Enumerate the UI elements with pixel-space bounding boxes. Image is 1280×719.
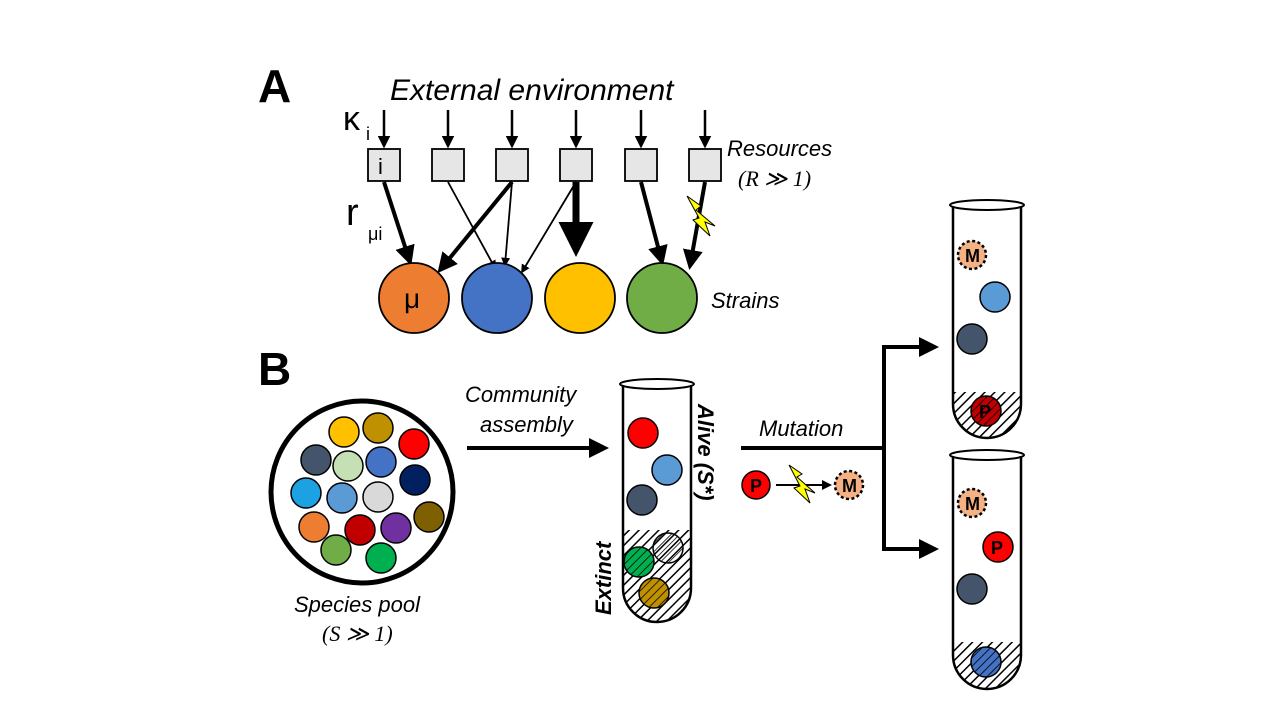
assembly-label-line2: assembly — [480, 412, 575, 437]
species-dot — [399, 464, 431, 496]
resource-box — [495, 148, 529, 182]
strain-mu-label: μ — [404, 283, 420, 314]
species-dot — [979, 281, 1011, 313]
species-pool-label: Species pool — [294, 592, 421, 617]
species-dot — [290, 477, 322, 509]
species-dot — [398, 428, 430, 460]
species-dot — [298, 511, 330, 543]
kappa-subscript: i — [366, 124, 370, 144]
strain-blue-circle — [461, 262, 533, 334]
strains-label: Strains — [711, 288, 779, 313]
consumption-arrows — [382, 180, 707, 274]
consumption-arrow — [501, 181, 513, 267]
assembled-community-tube — [619, 378, 695, 624]
mutation-lightning-icon — [686, 195, 716, 237]
tube-rim — [949, 449, 1025, 461]
mutant-label: M — [965, 246, 980, 266]
strain-mu-circle — [378, 262, 450, 334]
species-dot — [365, 542, 397, 574]
extinct-species-hatch — [971, 647, 1001, 677]
mutant-circle — [956, 487, 988, 519]
parent-label: P — [979, 402, 991, 422]
species-dot — [362, 412, 394, 444]
alive-species-dot — [651, 454, 683, 486]
tube-top-right: M P — [949, 199, 1025, 440]
parent-label: P — [991, 538, 1003, 558]
extinct-label: Extinct — [591, 540, 616, 615]
r-subscript: μi — [368, 224, 382, 244]
tube-bottom-right: M P — [949, 449, 1025, 691]
species-pool — [268, 398, 456, 586]
strain-green-circle — [626, 262, 698, 334]
species-pool-condition: (S ≫ 1) — [322, 621, 393, 646]
environment-label: External environment — [390, 74, 675, 107]
resource-box — [559, 148, 593, 182]
mutant-label: M — [965, 494, 980, 514]
species-dot — [344, 514, 376, 546]
mutation-branch-arrows — [741, 337, 939, 559]
r-symbol: r — [346, 192, 359, 234]
species-dot — [413, 501, 445, 533]
resource-box — [688, 148, 722, 182]
assembly-label-line1: Community — [465, 382, 578, 407]
mutant-label: M — [842, 476, 857, 496]
species-dot — [956, 323, 988, 355]
alive-label: Alive (S*) — [693, 403, 718, 501]
species-dot — [380, 512, 412, 544]
tube-body — [621, 385, 693, 624]
kappa-symbol: κ — [343, 100, 361, 138]
species-dot — [320, 534, 352, 566]
consumption-arrow — [447, 181, 496, 270]
extinct-parent-hatch — [971, 396, 1001, 426]
tube-rim — [949, 199, 1025, 211]
mutant-circle — [956, 239, 988, 271]
species-dot — [300, 444, 332, 476]
mutant-circle — [833, 469, 865, 501]
parent-circle — [741, 470, 771, 500]
resources-label: Resources — [727, 136, 832, 161]
species-dot — [956, 573, 988, 605]
mutation-label: Mutation — [759, 416, 843, 441]
species-dot — [332, 450, 364, 482]
resource-box — [431, 148, 465, 182]
resources-condition: (R ≫ 1) — [738, 166, 811, 191]
panel-a-letter: A — [258, 60, 291, 112]
parent-circle — [982, 531, 1014, 563]
resource-box — [624, 148, 658, 182]
alive-species-dot — [626, 484, 658, 516]
extinct-species-hatch — [639, 578, 669, 608]
panel-b-letter: B — [258, 343, 291, 395]
resource-box — [367, 148, 401, 182]
tube-body — [951, 456, 1023, 691]
extinct-species-dot — [652, 532, 684, 564]
consumption-arrow — [521, 181, 577, 274]
species-dot — [362, 481, 394, 513]
extinct-species-hatch — [624, 547, 654, 577]
mutation-lightning-small-icon — [788, 464, 816, 504]
parent-label: P — [750, 476, 762, 496]
tube-body — [951, 206, 1023, 440]
consumption-arrow — [437, 180, 514, 274]
resource-boxes — [367, 148, 722, 182]
species-dot — [365, 446, 397, 478]
species-dot — [326, 482, 358, 514]
consumption-arrow — [639, 181, 668, 266]
strain-yellow-circle — [544, 262, 616, 334]
strains — [378, 262, 698, 334]
inflow-arrows — [377, 110, 712, 149]
consumption-arrow — [382, 181, 415, 266]
tube-rim — [619, 378, 695, 390]
species-dot — [328, 416, 360, 448]
alive-species-dot — [627, 417, 659, 449]
resource-index-label: i — [378, 154, 383, 179]
